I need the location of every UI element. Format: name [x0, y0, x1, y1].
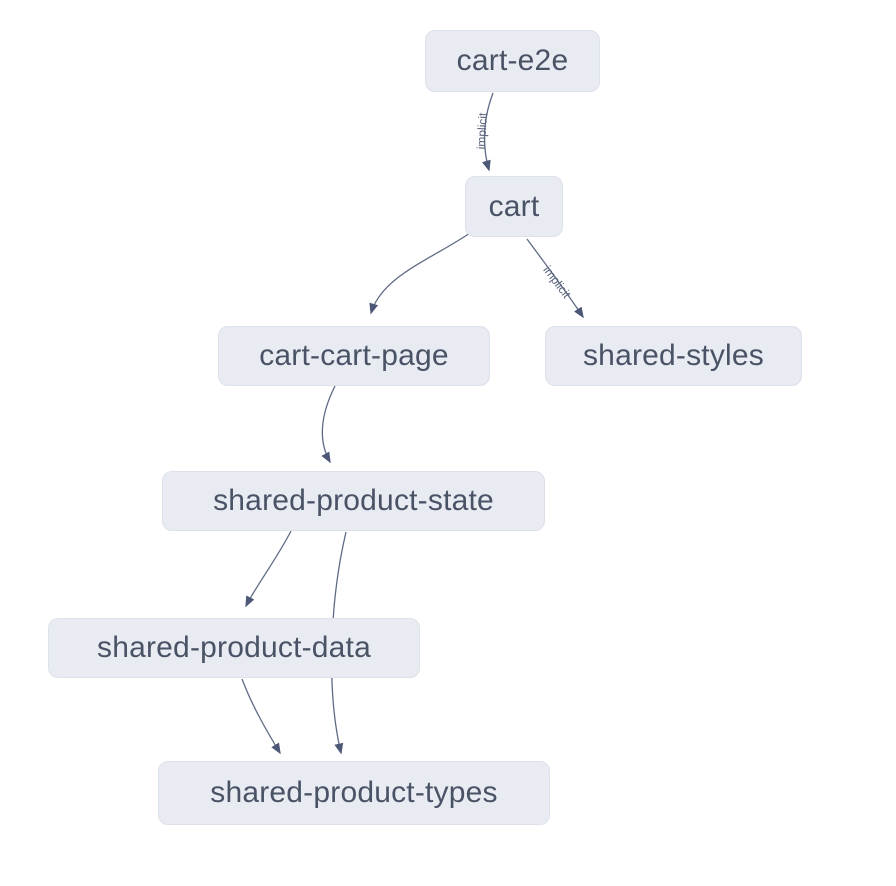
edge-cart-to-cart-cart-page	[369, 232, 471, 315]
edge-cart-e2e-to-cart	[482, 92, 494, 172]
node-label: shared-product-data	[97, 631, 371, 664]
node-cart-cart-page[interactable]: cart-cart-page	[218, 326, 490, 386]
node-label: cart-cart-page	[259, 339, 449, 372]
node-shared-product-data[interactable]: shared-product-data	[48, 618, 420, 678]
edge-shared-product-data-to-shared-product-types	[241, 678, 281, 755]
node-shared-product-types[interactable]: shared-product-types	[158, 761, 550, 825]
node-label: shared-product-types	[210, 776, 498, 809]
edge-shared-product-state-to-shared-product-data	[245, 530, 292, 608]
node-label: cart-e2e	[456, 44, 569, 77]
node-label: shared-product-state	[213, 484, 494, 517]
node-label: shared-styles	[582, 339, 764, 372]
edge-cart-to-shared-styles	[526, 238, 584, 319]
node-label: cart	[488, 189, 540, 223]
node-shared-product-state[interactable]: shared-product-state	[162, 471, 545, 531]
edge-cart-cart-page-to-shared-product-state	[321, 385, 336, 464]
node-cart[interactable]: cart	[465, 176, 563, 237]
node-shared-styles[interactable]: shared-styles	[545, 326, 802, 386]
node-cart-e2e[interactable]: cart-e2e	[425, 30, 600, 92]
